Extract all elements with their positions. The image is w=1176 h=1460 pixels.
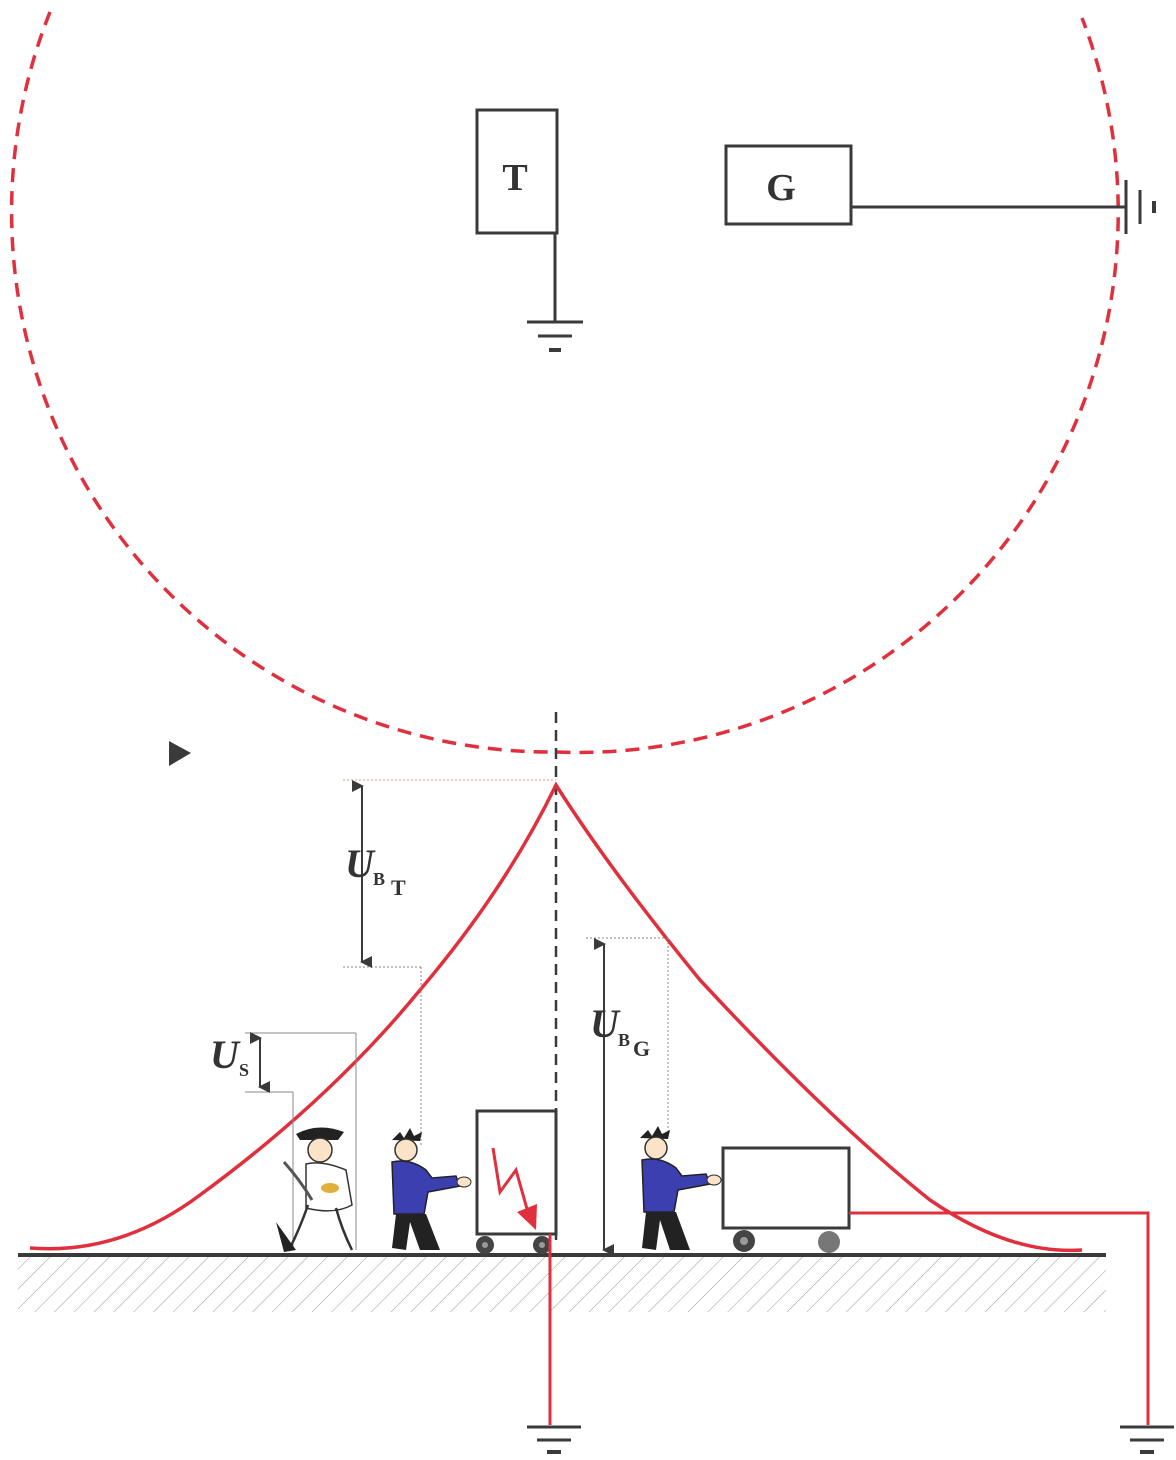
person-near-t-figure — [391, 1128, 472, 1250]
svg-text:T: T — [391, 875, 406, 900]
svg-text:G: G — [633, 1036, 650, 1061]
ubt-label: U B T — [345, 841, 406, 900]
play-marker-icon — [169, 741, 191, 766]
svg-text:U: U — [210, 1032, 241, 1077]
us-label: U S — [210, 1032, 249, 1080]
device-t: T — [475, 108, 559, 322]
ubg-label: U B G — [590, 1001, 650, 1061]
device-g-label: G — [766, 167, 796, 209]
ground-symbol-icon — [1124, 180, 1156, 234]
pirate-figure — [276, 1127, 354, 1252]
faulty-device-t — [475, 1109, 558, 1254]
svg-text:S: S — [239, 1060, 249, 1080]
ground-symbol-icon — [1120, 1425, 1174, 1454]
potential-boundary-circle — [9, 11, 1120, 755]
earth-conductor-g — [849, 1211, 1150, 1425]
device-g: G — [724, 144, 1126, 226]
ground-symbol-icon — [527, 320, 583, 352]
person-near-g-figure — [640, 1126, 722, 1250]
soil-hatch — [18, 1256, 1106, 1312]
svg-text:B: B — [373, 869, 385, 889]
potential-curve — [29, 781, 1083, 1253]
svg-text:U: U — [345, 841, 376, 886]
device-t-label: T — [502, 157, 527, 199]
svg-text:B: B — [618, 1030, 630, 1050]
ground-symbol-icon — [527, 1425, 581, 1454]
svg-text:U: U — [590, 1001, 621, 1046]
lightning-fault-arrow-icon — [491, 1147, 531, 1217]
device-g-side — [721, 1146, 851, 1253]
